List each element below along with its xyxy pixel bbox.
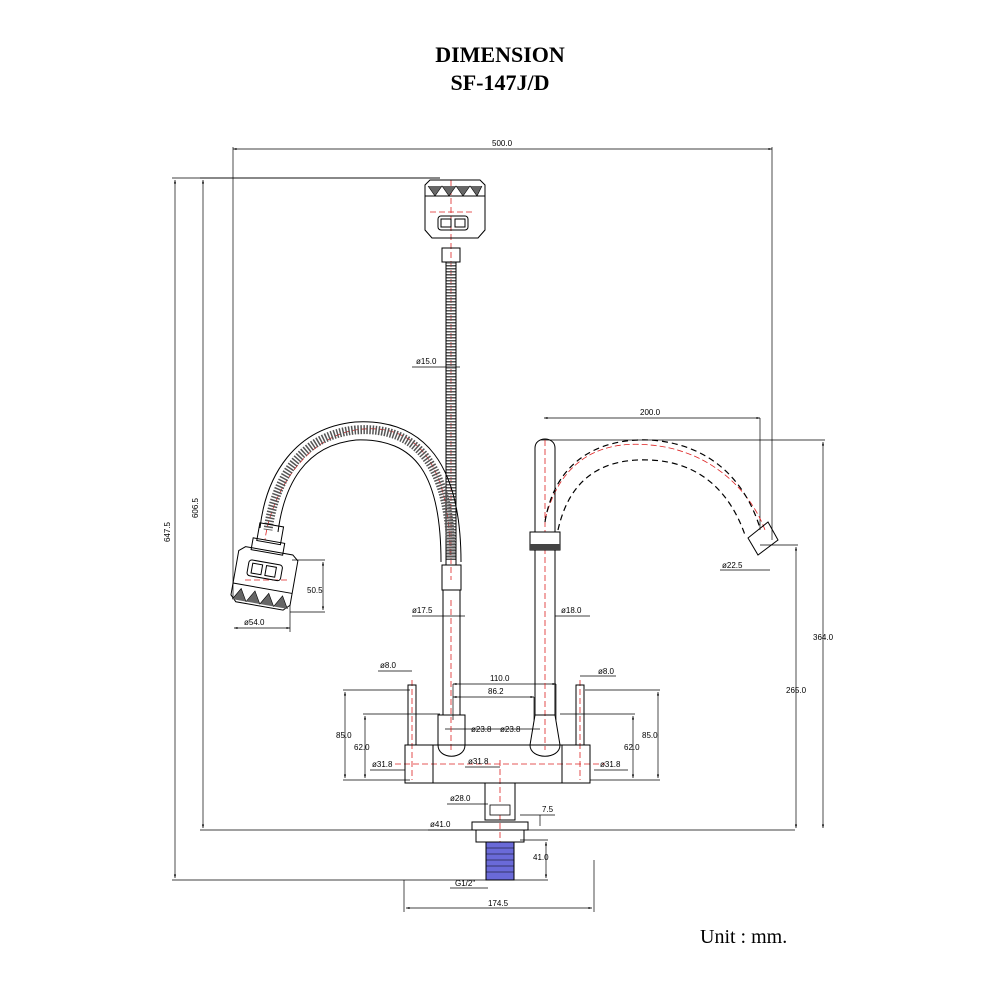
- dim-head-dia: ø54.0: [244, 618, 265, 627]
- dim-right-62: 62.0: [624, 743, 640, 752]
- model-number: SF-147J/D: [450, 70, 550, 95]
- dim-nut-dia: ø41.0: [430, 820, 451, 829]
- dim-right-85: 85.0: [642, 731, 658, 740]
- dimension-labels: 500.0 200.0 ø15.0 647.5 606.5 50.5 ø54.0…: [163, 139, 834, 908]
- left-spray-head: [230, 522, 299, 611]
- dimension-lines: [173, 147, 825, 910]
- dim-body-right-dia: ø23.8: [500, 725, 521, 734]
- dim-stem-left-dia: ø17.5: [412, 606, 433, 615]
- dim-thread-len: 41.0: [533, 853, 549, 862]
- mounting-nut: [471, 821, 529, 881]
- dim-base-width: 174.5: [488, 899, 509, 908]
- dim-handle-left-dia: ø8.0: [380, 661, 397, 670]
- dim-total-height: 647.5: [163, 521, 172, 542]
- dim-head-height: 50.5: [307, 586, 323, 595]
- dim-hose-dia: ø15.0: [416, 357, 437, 366]
- dim-spout-reach: 200.0: [640, 408, 661, 417]
- dim-nut-offset: 7.5: [542, 805, 554, 814]
- dim-left-62: 62.0: [354, 743, 370, 752]
- dim-cross-left-dia: ø31.8: [372, 760, 393, 769]
- dim-cross-right-dia: ø31.8: [600, 760, 621, 769]
- left-stem: [437, 589, 466, 757]
- dim-neck-dia: ø28.0: [450, 794, 471, 803]
- dim-spout-height: 364.0: [813, 633, 834, 642]
- dim-thread: G1/2": [455, 879, 475, 888]
- top-spray-head: [424, 179, 486, 263]
- dim-stem-right-dia: ø18.0: [561, 606, 582, 615]
- right-spout: [529, 438, 779, 757]
- curved-hose-left: [259, 421, 462, 563]
- dim-handle-right-dia: ø8.0: [598, 667, 615, 676]
- body-crossbar: [404, 744, 591, 821]
- dim-body-left-dia: ø23.8: [471, 725, 492, 734]
- dim-aerator-dia: ø22.5: [722, 561, 743, 570]
- dim-spout-outlet-height: 265.0: [786, 686, 807, 695]
- drawing-title: DIMENSION: [435, 42, 565, 67]
- dim-total-width: 500.0: [492, 139, 513, 148]
- dim-center-110: 110.0: [490, 674, 510, 683]
- dim-center-86: 86.2: [488, 687, 504, 696]
- center-lines: [245, 180, 766, 880]
- unit-label: Unit : mm.: [700, 926, 788, 948]
- dim-cross-mid-dia: ø31.8: [468, 757, 489, 766]
- extension-lines: [172, 147, 825, 912]
- dim-left-85: 85.0: [336, 731, 352, 740]
- dim-height-606: 606.5: [191, 497, 200, 518]
